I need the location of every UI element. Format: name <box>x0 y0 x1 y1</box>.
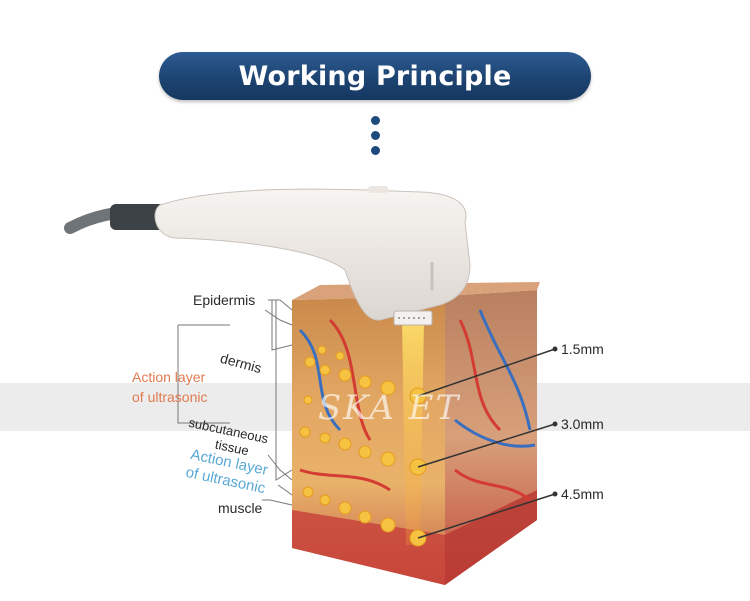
depth-label-3: 4.5mm <box>561 486 604 502</box>
label-action-layer-1-sub: of ultrasonic <box>132 389 208 405</box>
connector-dot-icon <box>371 131 380 140</box>
watermark: SKA ET <box>318 388 461 428</box>
depth-label-1: 1.5mm <box>561 341 604 357</box>
depth-pointers <box>417 348 556 539</box>
layer-brackets <box>177 299 293 506</box>
depth-label-2: 3.0mm <box>561 416 604 432</box>
label-epidermis: Epidermis <box>193 292 256 308</box>
focus-points <box>299 345 427 547</box>
label-action-layer-1: Action layer <box>132 369 206 385</box>
title-banner: Working Principle <box>159 52 591 100</box>
label-muscle: muscle <box>218 500 263 516</box>
tissue-block <box>292 282 540 585</box>
connector-dot-icon <box>371 116 380 125</box>
page-title: Working Principle <box>238 60 512 92</box>
ultrasound-handpiece-icon <box>64 186 471 326</box>
connector-dot-icon <box>371 146 380 155</box>
